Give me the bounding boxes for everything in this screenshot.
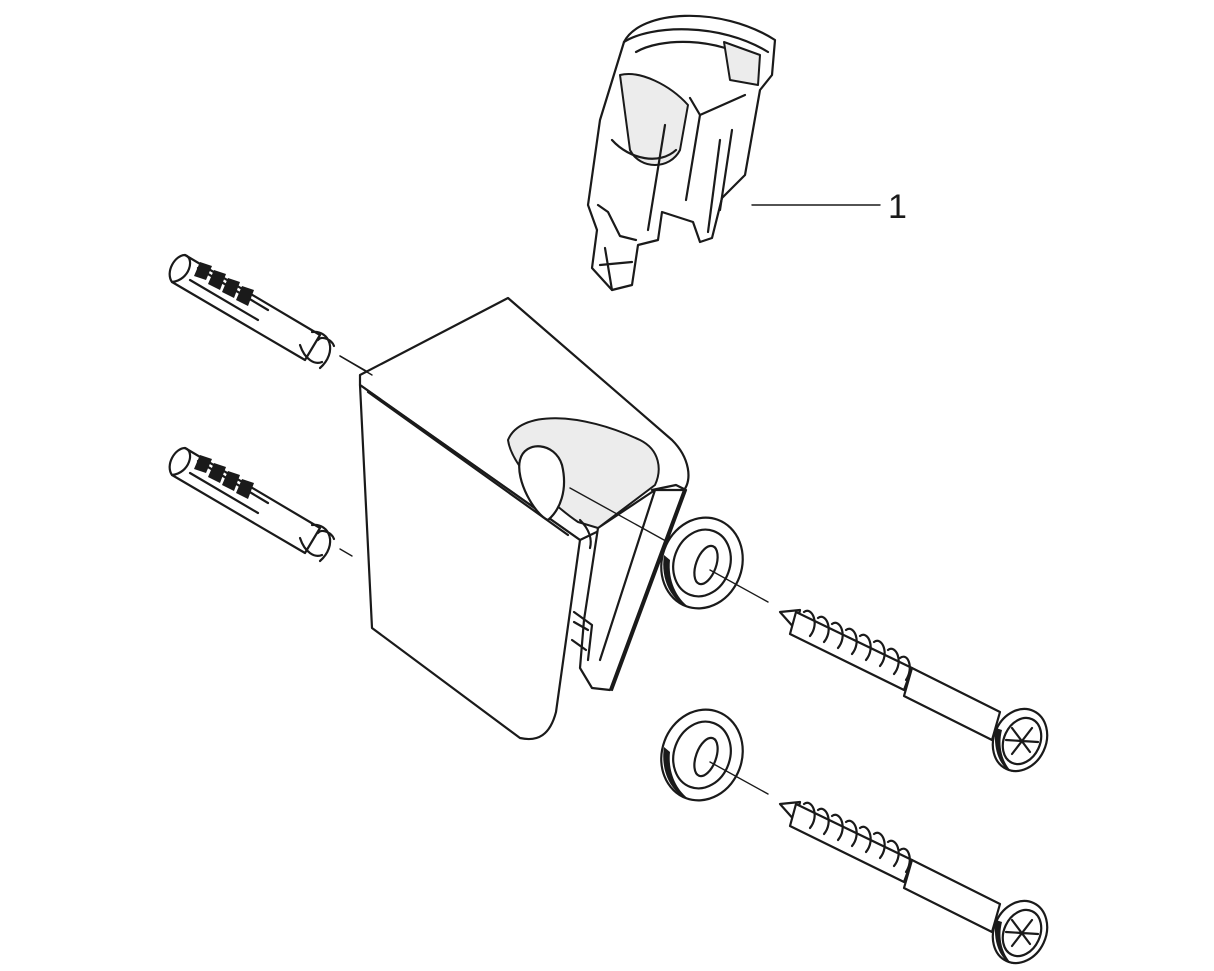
- wall-plug-bottom: [168, 446, 353, 563]
- holder-block: [339, 296, 690, 741]
- callout-1: 1: [751, 188, 907, 226]
- callout-1-label: 1: [888, 188, 907, 226]
- clip-insert-part: [586, 14, 777, 292]
- washer-top: [660, 516, 769, 610]
- screw-top: [778, 608, 1049, 773]
- washer-bottom: [660, 708, 769, 802]
- screw-bottom: [778, 800, 1049, 965]
- wall-plug-top: [168, 253, 369, 373]
